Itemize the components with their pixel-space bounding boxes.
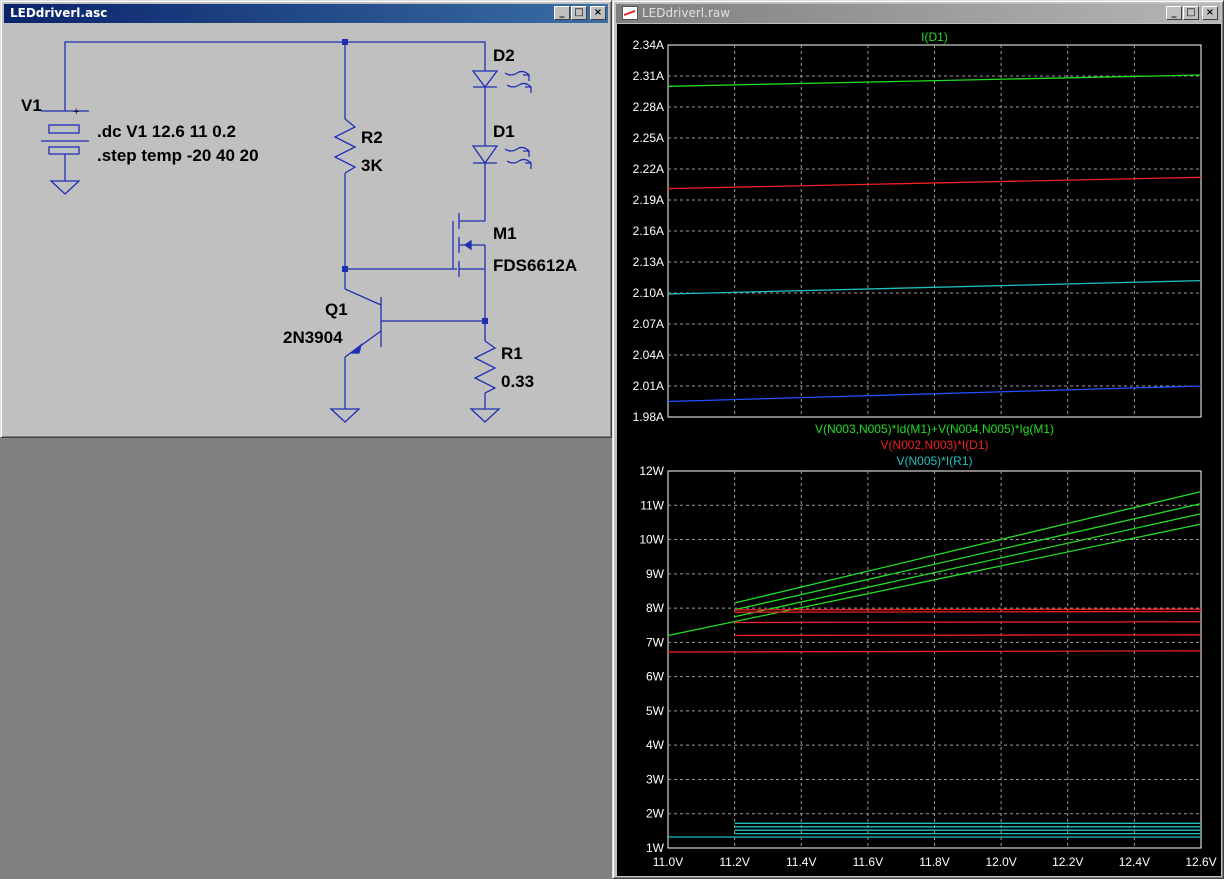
label-d2: D2 [493,46,515,65]
series-line [734,621,1202,624]
x-tick-label: 11.2V [719,855,749,869]
series-line [667,650,1202,653]
label-d1: D1 [493,122,515,141]
minimize-button[interactable]: _ [1166,6,1182,20]
y-tick-label: 2W [646,807,665,821]
label-m1-value: FDS6612A [493,256,577,275]
x-tick-label: 12.0V [985,855,1016,869]
series-line [734,490,1202,604]
series-line [667,385,1202,403]
series-line [734,634,1202,637]
schematic-canvas[interactable]: V1 + .dc V1 12.6 11 0.2 .step temp -20 4… [5,24,607,435]
plot-titlebar[interactable]: LEDdriverl.raw _ □ × [616,4,1220,23]
plot-window[interactable]: LEDdriverl.raw _ □ × 1.98A 2.01A 2.04A 2.07… [612,0,1224,879]
plot-background [617,24,1221,876]
y-tick-label: 7W [646,635,665,649]
minimize-button[interactable]: _ [554,6,570,20]
series-line [667,523,1202,637]
series-line [734,502,1202,611]
series-line [734,610,1202,613]
series-line [734,513,1202,618]
y-tick-label: 2.13A [633,255,664,269]
y-tick-label: 2.10A [633,286,664,300]
x-tick-label: 11.4V [786,855,816,869]
label-r2-value: 3K [361,156,383,175]
y-tick-label: 2.04A [633,348,664,362]
y-tick-label: 5W [646,704,665,718]
label-r1-value: 0.33 [501,372,534,391]
y-tick-label: 2.34A [633,38,664,52]
y-tick-label: 6W [646,670,665,684]
waveform-icon [622,5,638,20]
y-tick-label: 10W [639,533,664,547]
label-v1: V1 [21,96,42,115]
schematic-titlebar[interactable]: LEDdriverl.asc _ □ × [4,4,608,23]
waveform-viewer[interactable]: 1.98A 2.01A 2.04A 2.07A 2.10A 2.13A 2.16A 2.19A… [617,24,1221,876]
x-tick-label: 11.0V [653,855,683,869]
junction-dot [342,39,348,45]
x-tick-label: 11.8V [919,855,949,869]
legend-entry: V(N005)*I(R1) [896,454,972,468]
series-line [667,279,1202,295]
label-r2: R2 [361,128,383,147]
y-tick-label: 2.07A [633,317,664,331]
y-tick-label: 1.98A [633,410,664,424]
series-line [667,74,1202,87]
label-q1: Q1 [325,300,348,319]
plot-title-label: I(D1) [921,30,948,44]
x-tick-label: 11.6V [853,855,883,869]
y-tick-label: 4W [646,738,665,752]
series-line [667,176,1202,190]
x-tick-label: 12.6V [1185,855,1216,869]
label-plus: + [73,106,79,118]
y-tick-label: 2.19A [633,193,664,207]
y-tick-label: 11W [640,498,664,512]
spice-dc-directive[interactable]: .dc V1 12.6 11 0.2 [97,122,236,141]
x-tick-label: 12.4V [1119,855,1150,869]
y-tick-label: 12W [639,464,664,478]
y-tick-label: 2.28A [633,100,664,114]
schematic-title: LEDdriverl.asc [10,6,108,20]
label-m1: M1 [493,224,517,243]
close-button[interactable]: × [1202,6,1218,20]
wire-top [64,41,486,71]
plot-title: LEDdriverl.raw [642,6,731,20]
close-button[interactable]: × [590,6,606,20]
series-line [734,608,1202,611]
y-tick-label: 9W [646,567,665,581]
y-tick-label: 3W [646,772,665,786]
y-tick-label: 8W [646,601,665,615]
label-q1-value: 2N3904 [283,328,343,347]
y-tick-label: 2.25A [633,131,664,145]
junction-dot [342,266,348,272]
junction-dot [482,318,488,324]
legend-entry: V(N003,N005)*Id(M1)+V(N004,N005)*Ig(M1) [815,422,1054,436]
spice-step-directive[interactable]: .step temp -20 40 20 [97,146,259,165]
legend-entry: V(N002,N003)*I(D1) [880,438,988,452]
y-tick-label: 2.16A [633,224,664,238]
y-tick-label: 2.31A [633,69,664,83]
schematic-window[interactable]: LEDdriverl.asc _ □ × [0,0,612,438]
maximize-button[interactable]: □ [571,6,587,20]
maximize-button[interactable]: □ [1183,6,1199,20]
y-tick-label: 2.22A [633,162,664,176]
label-r1: R1 [501,344,523,363]
x-tick-label: 12.2V [1052,855,1083,869]
y-tick-label: 2.01A [633,379,664,393]
y-tick-label: 1W [646,841,665,855]
